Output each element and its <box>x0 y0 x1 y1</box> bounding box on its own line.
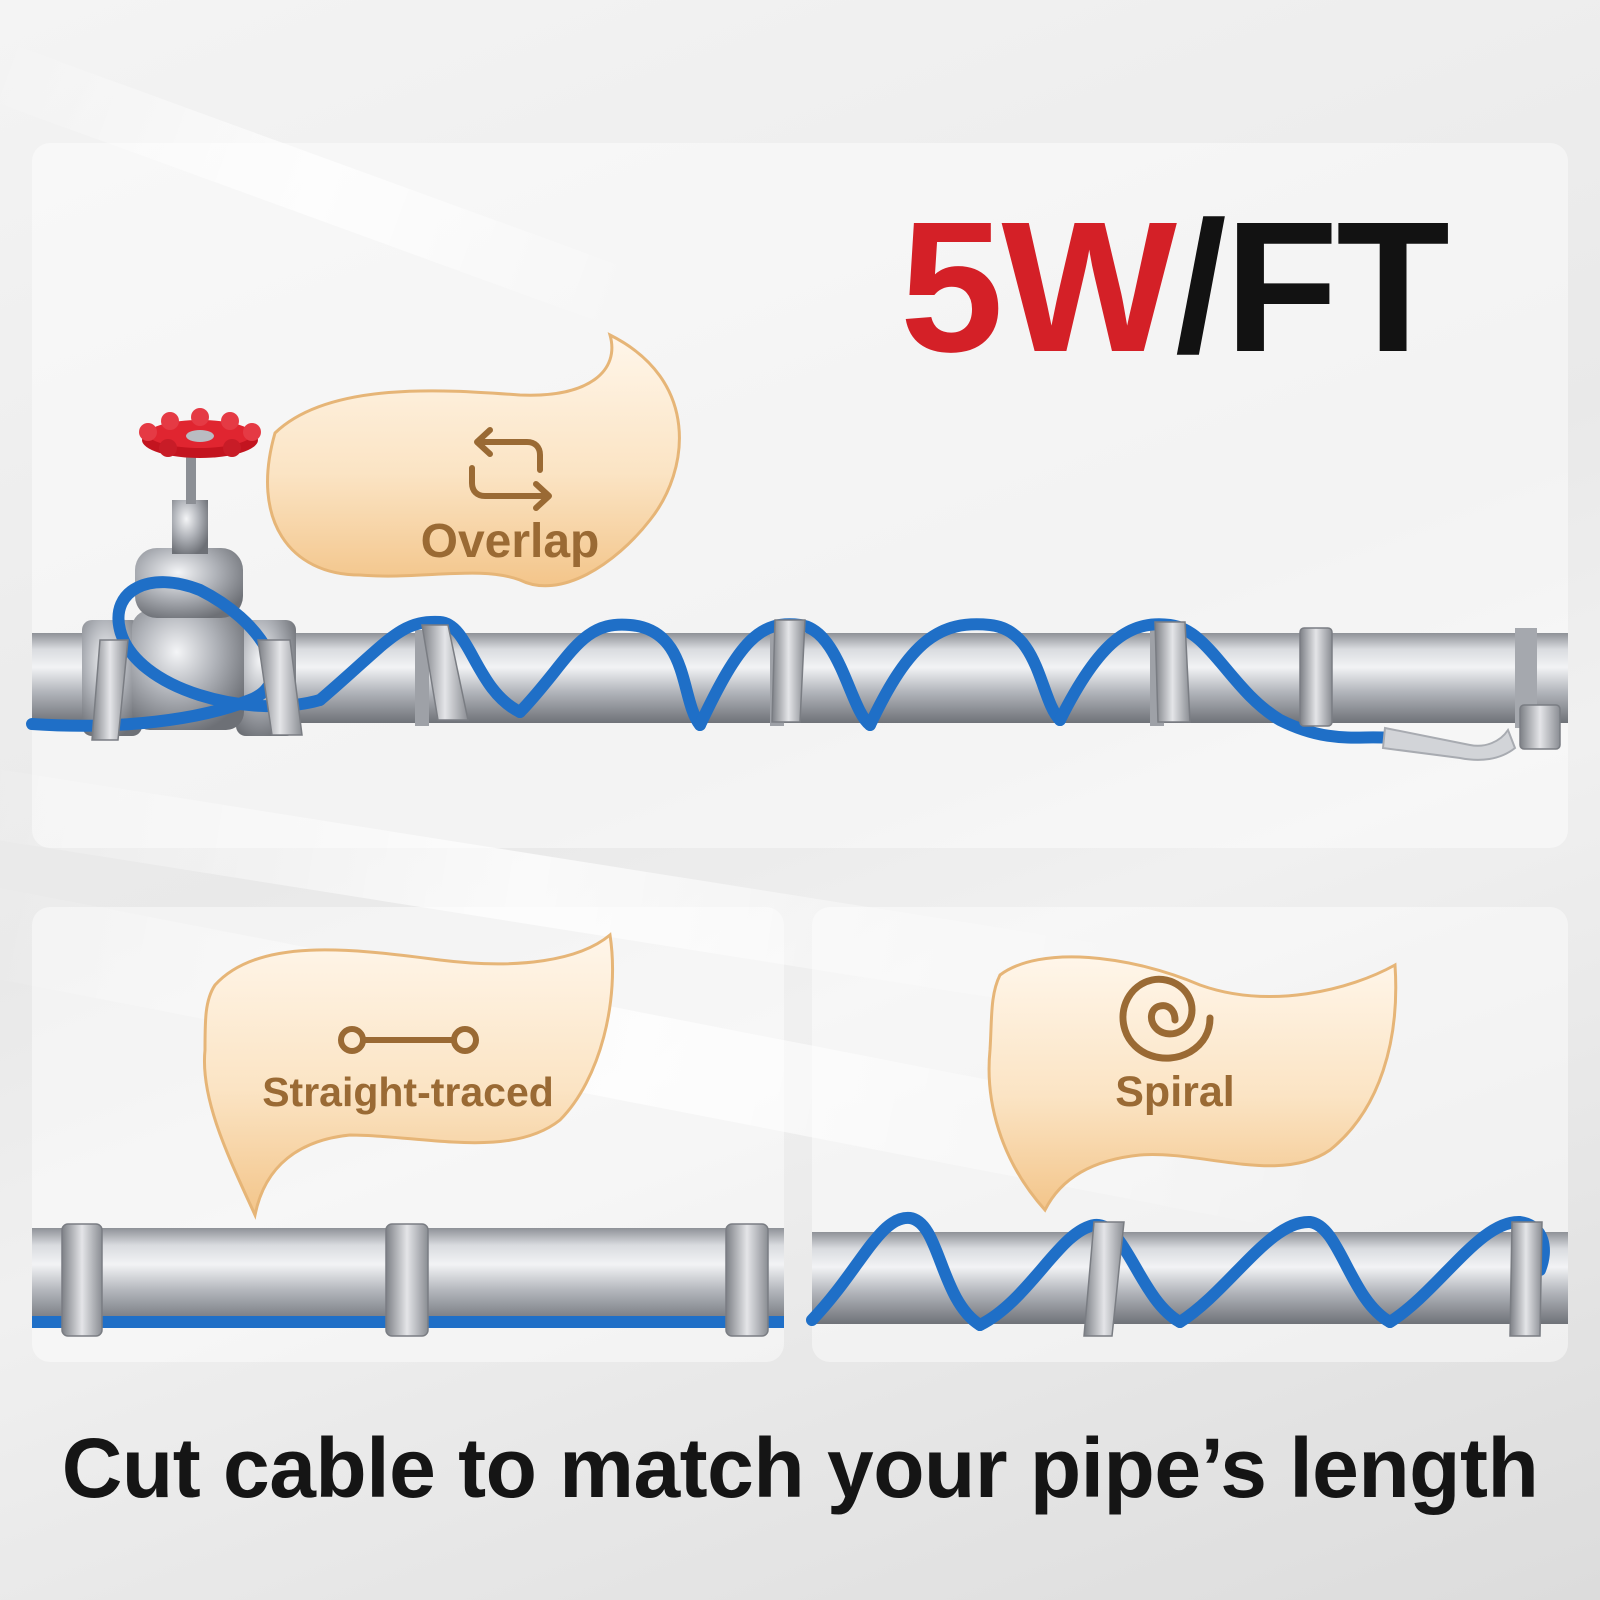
overlap-heating-cable <box>26 576 1396 744</box>
aluminum-tape-clamp <box>1083 1221 1543 1337</box>
overlap-arrows-icon <box>469 427 552 511</box>
power-rating-value: 5W <box>900 184 1177 391</box>
straight-line-icon <box>338 1026 479 1054</box>
straight-traced-label: Straight-traced <box>262 1069 554 1115</box>
power-rating-title: 5W/FT <box>900 195 1450 381</box>
power-rating-unit: /FT <box>1175 184 1450 391</box>
spiral-method-badge: Spiral <box>987 955 1398 1213</box>
valve-handwheel <box>139 408 261 458</box>
valve-stem <box>186 450 196 504</box>
aluminum-tape-clamp <box>61 1223 769 1337</box>
cable-end-cap <box>1381 726 1517 761</box>
overlap-label: Overlap <box>421 515 600 568</box>
aluminum-tape-clamp <box>91 619 1561 750</box>
cut-to-length-caption: Cut cable to match your pipe’s length <box>61 1421 1539 1515</box>
valve-stem-nut <box>172 500 208 554</box>
straight-traced-method-badge: Straight-traced <box>202 932 614 1220</box>
overlap-method-badge: Overlap <box>266 332 681 588</box>
spiral-icon <box>1119 975 1214 1062</box>
spiral-label: Spiral <box>1115 1068 1235 1116</box>
